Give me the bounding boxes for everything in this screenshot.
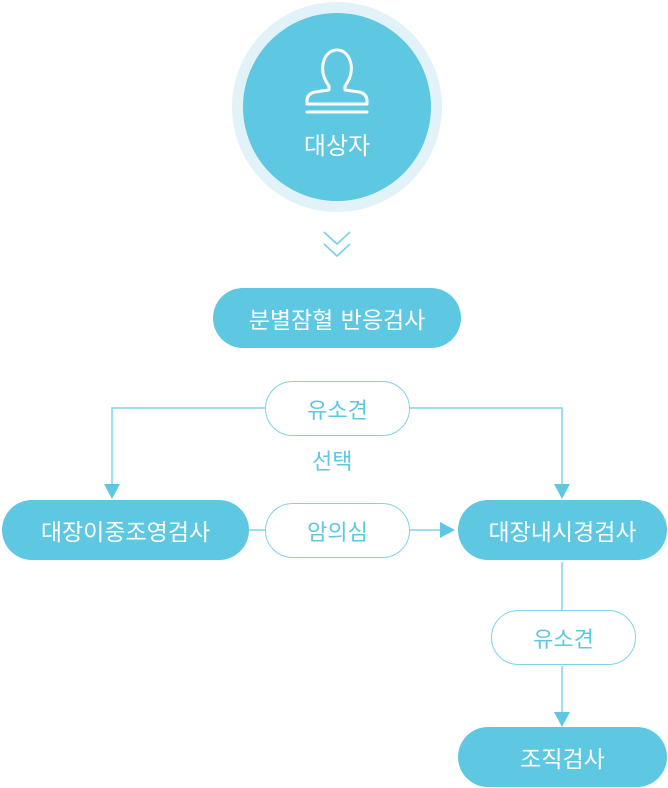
tag-suspected: 암의심 (265, 503, 410, 558)
node-colonoscopy: 대장내시경검사 (458, 500, 667, 560)
subject-label: 대상자 (303, 131, 371, 160)
tag-finding-bottom: 유소견 (491, 610, 636, 665)
arrow-to-colonoscopy (554, 484, 570, 499)
subject-circle: 대상자 (243, 13, 431, 201)
arrow-to-biopsy (554, 712, 570, 727)
stamp-person-icon (305, 48, 369, 113)
label-choice: 선택 (312, 450, 353, 475)
node-double-contrast: 대장이중조영검사 (2, 500, 249, 560)
double-chevron-down-icon (323, 231, 351, 258)
arrow-middle-to-colonoscopy (440, 522, 455, 538)
tag-finding-top: 유소견 (265, 381, 410, 436)
node-screening: 분별잠혈 반응검사 (213, 288, 461, 348)
connector-to-double-contrast (111, 407, 265, 490)
connector-to-colonoscopy (409, 407, 563, 490)
arrow-to-double-contrast (104, 484, 120, 499)
subject-halo: 대상자 (232, 2, 442, 212)
node-biopsy: 조직검사 (458, 727, 667, 787)
